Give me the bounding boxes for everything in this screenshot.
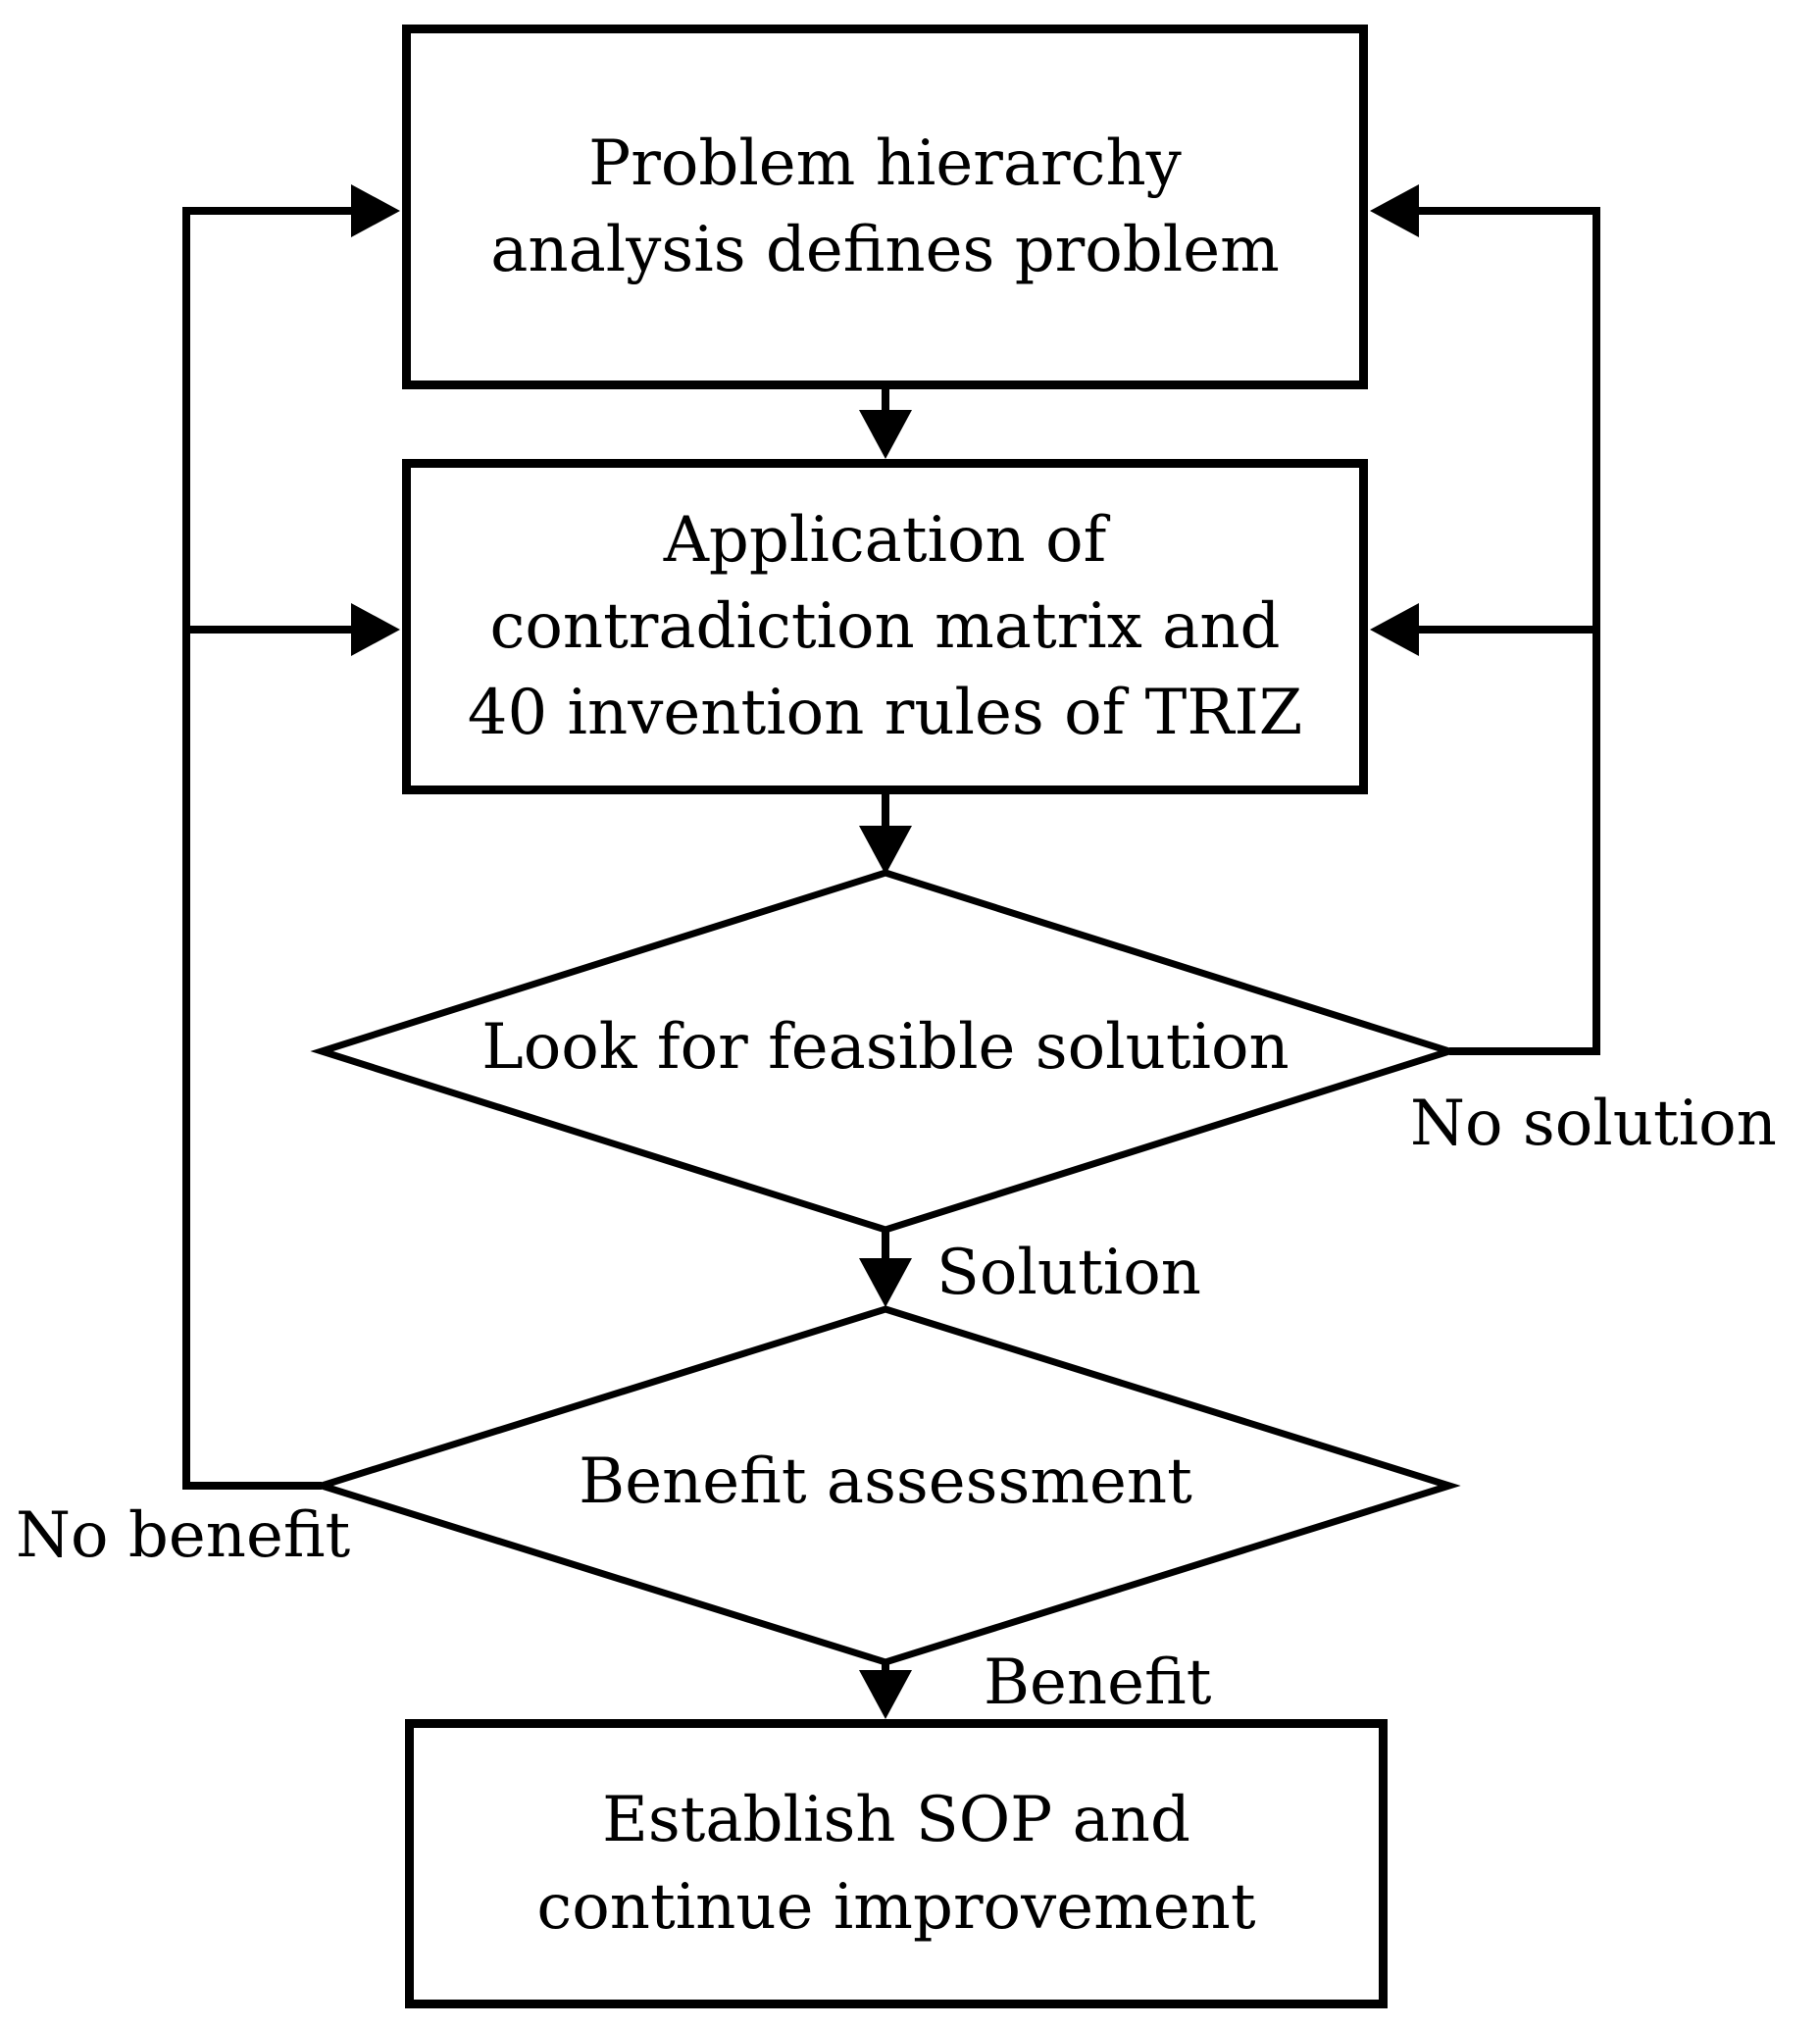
process-box-problem-hierarchy: Problem hierarchy analysis defines probl… [402,25,1368,389]
decision-diamond-feasible-solution [310,869,1461,1234]
arrowhead-right-into-box1 [351,184,400,237]
arrowhead-down-into-decision1 [859,826,912,875]
edge-label-solution: Solution [936,1237,1201,1309]
process-box-establish-sop: Establish SOP and continue improvement [405,1719,1388,2008]
process-box-2-line3: 40 invention rules of TRIZ [467,677,1303,750]
process-box-1-line2: analysis defines problem [490,214,1280,286]
decision-label-feasible-solution: Look for feasible solution [481,1011,1289,1084]
decision-label-benefit-assessment: Benefit assessment [579,1445,1192,1518]
arrowhead-right-into-box2 [351,603,400,656]
process-box-3-line2: continue improvement [536,1870,1256,1944]
process-box-2-line2: contradiction matrix and [489,589,1281,663]
arrowhead-down-into-decision2 [859,1258,912,1307]
arrowhead-left-into-box2 [1370,603,1419,656]
edge-label-no-benefit: No benefit [16,1499,351,1572]
edge-no-benefit-to-box1 [182,207,351,1490]
edge-label-no-solution: No solution [1410,1088,1777,1160]
decision-diamond-benefit-assessment [310,1305,1461,1666]
process-box-2-line1: Application of [663,503,1107,577]
edge-label-benefit: Benefit [984,1647,1212,1719]
process-box-contradiction-matrix: Application of contradiction matrix and … [402,459,1368,794]
arrowhead-down-into-box2 [859,410,912,459]
process-box-3-line1: Establish SOP and [602,1784,1190,1857]
arrowhead-left-into-box1 [1370,184,1419,237]
process-box-1-line1: Problem hierarchy [588,127,1182,200]
arrowhead-down-into-box3 [859,1670,912,1719]
